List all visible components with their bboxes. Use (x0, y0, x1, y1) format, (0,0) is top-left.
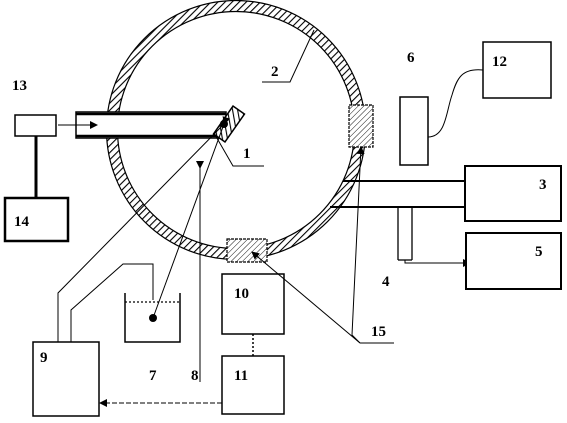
box-3 (464, 165, 562, 222)
box-12 (482, 41, 552, 99)
label-9: 9 (40, 350, 48, 366)
label-5: 5 (535, 244, 543, 260)
label-13: 13 (12, 78, 27, 94)
label-10: 10 (234, 286, 249, 302)
beam-tube (58, 111, 227, 139)
window-bottom (226, 238, 268, 263)
box-10 (221, 273, 285, 335)
label-12: 12 (492, 54, 507, 70)
label-1: 1 (243, 146, 251, 162)
label-3: 3 (539, 177, 547, 193)
label-8: 8 (191, 368, 199, 384)
label-4: 4 (382, 274, 390, 290)
box-9 (32, 341, 100, 417)
beaker (124, 293, 181, 343)
window-right (348, 104, 374, 148)
label-11: 11 (234, 368, 248, 384)
label-14: 14 (14, 214, 30, 230)
label-7: 7 (149, 368, 157, 384)
leader-lines (213, 29, 315, 167)
box-11 (221, 355, 285, 415)
manipulator-rod (330, 180, 471, 267)
connections (34, 69, 484, 407)
label-2: 2 (271, 64, 279, 80)
box-13 (14, 114, 57, 137)
label-15: 15 (371, 324, 386, 340)
box-14 (3, 196, 70, 243)
box-6 (399, 96, 429, 166)
label-6: 6 (407, 50, 415, 66)
box-5 (465, 232, 562, 290)
